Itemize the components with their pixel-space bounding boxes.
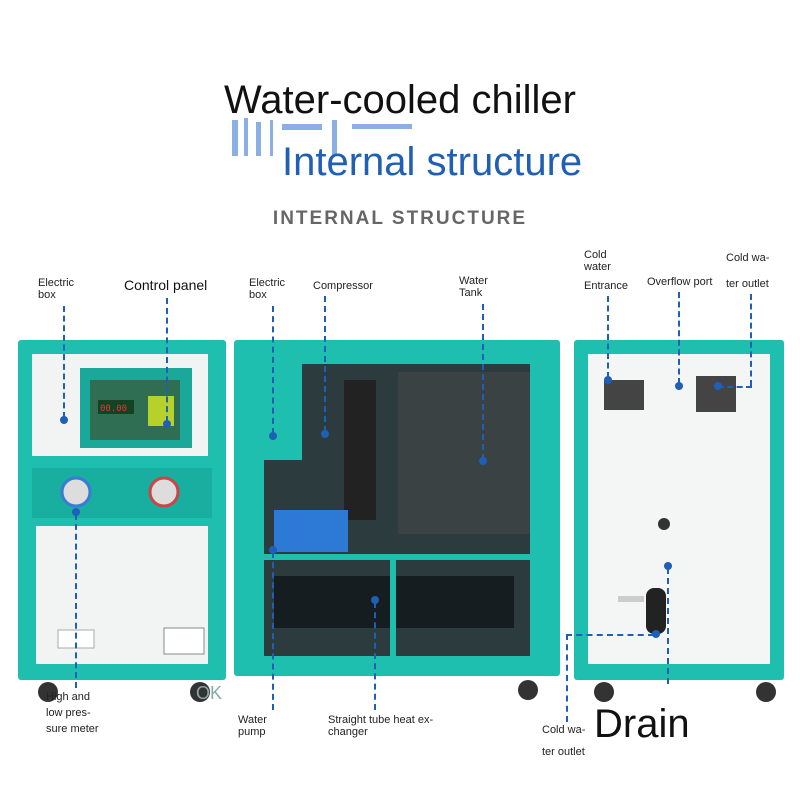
leader-line [718, 386, 752, 388]
label-water-tank: Water Tank [459, 275, 488, 299]
leader-line [272, 552, 274, 710]
leader-dot [163, 420, 171, 428]
label-cold-water: Cold water [584, 249, 611, 273]
label-cold-water-outlet-bottom-2: ter outlet [542, 746, 585, 758]
svg-text:00.00: 00.00 [100, 404, 127, 414]
leader-line [63, 306, 65, 418]
leader-dot [371, 596, 379, 604]
label-entrance: Entrance [584, 280, 629, 292]
leader-line [482, 304, 484, 460]
label-electric-box-left: Electric box [38, 277, 75, 301]
page-subtitle: Internal structure [282, 140, 583, 184]
leader-dot [72, 508, 80, 516]
page-title: Water-cooled chiller [224, 78, 576, 122]
leader-line [678, 292, 680, 384]
leader-line [166, 298, 168, 422]
leader-line [324, 296, 326, 432]
label-pressure-meter: High and low pres- sure meter [46, 691, 99, 735]
label-cold-water-outlet-bottom-1: Cold wa- [542, 724, 586, 736]
leader-dot [714, 382, 722, 390]
chiller-front-view: 00.00 [18, 340, 226, 702]
leader-dot [675, 382, 683, 390]
leader-line [566, 634, 654, 636]
label-ok: OK [196, 683, 223, 703]
label-cold-water-outlet-top-2: ter outlet [726, 278, 769, 290]
leader-line [374, 602, 376, 710]
leader-line [75, 514, 77, 688]
leader-line [566, 634, 568, 722]
label-heat-exchanger: Straight tube heat ex- changer [328, 714, 434, 738]
blurred-text-ghost [232, 118, 412, 156]
label-electric-box-mid: Electric box [249, 277, 286, 301]
leader-line [750, 294, 752, 386]
leader-dot [269, 432, 277, 440]
chiller-interior-view [234, 340, 560, 700]
label-overflow-port: Overflow port [647, 276, 713, 288]
leader-dot [321, 430, 329, 438]
leader-dot [664, 562, 672, 570]
chiller-rear-view [574, 340, 784, 702]
leader-dot [479, 457, 487, 465]
leader-dot [604, 376, 612, 384]
leader-dot [60, 416, 68, 424]
leader-dot [652, 630, 660, 638]
label-cold-water-outlet-top-1: Cold wa- [726, 252, 770, 264]
label-drain: Drain [594, 702, 690, 746]
label-compressor: Compressor [313, 280, 373, 292]
caps-heading: INTERNAL STRUCTURE [272, 208, 528, 229]
label-control-panel: Control panel [124, 277, 208, 293]
label-water-pump: Water pump [238, 714, 267, 738]
leader-line [272, 306, 274, 434]
leader-line [607, 296, 609, 378]
leader-line [667, 568, 669, 684]
leader-dot [269, 546, 277, 554]
